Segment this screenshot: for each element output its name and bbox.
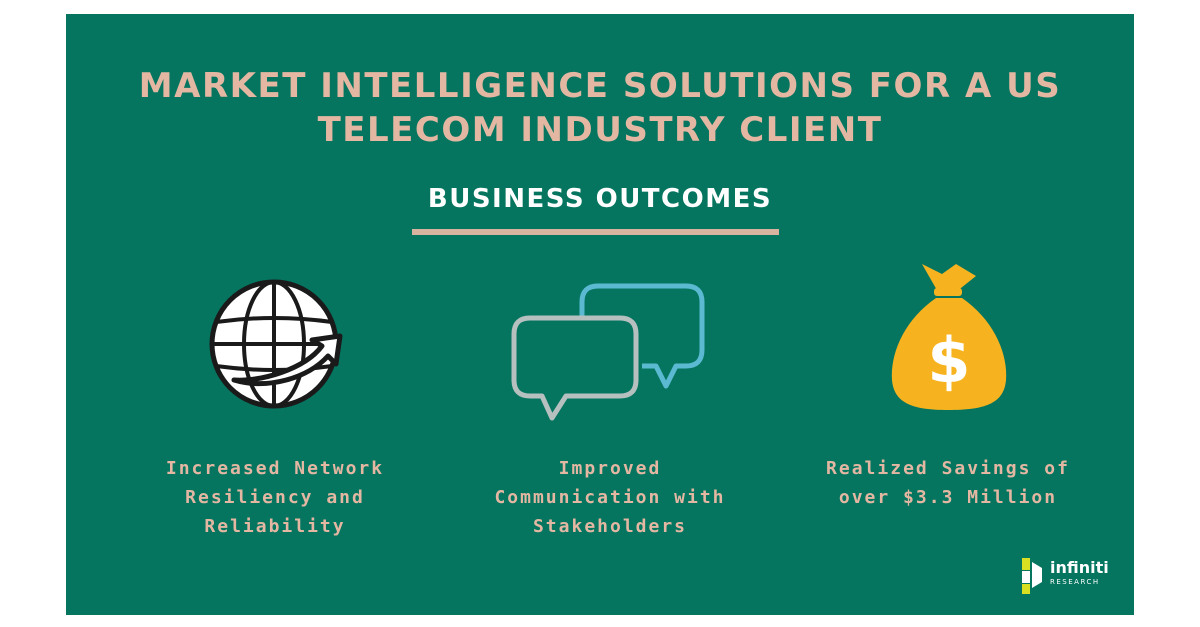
infographic-canvas: MARKET INTELLIGENCE SOLUTIONS FOR A US T…	[66, 14, 1134, 615]
svg-text:$: $	[927, 324, 970, 397]
money-bag-icon: $	[884, 258, 1014, 418]
logo-subtext: RESEARCH	[1050, 578, 1100, 586]
globe-arrow-icon	[204, 274, 354, 424]
logo-mark-icon	[1022, 558, 1042, 594]
outcome-label-savings: Realized Savings of over $3.3 Million	[826, 458, 1070, 508]
infiniti-research-logo: infiniti RESEARCH	[1022, 556, 1122, 596]
logo-name: infiniti	[1050, 558, 1109, 577]
heading-underline	[412, 229, 779, 235]
page-title: MARKET INTELLIGENCE SOLUTIONS FOR A US T…	[138, 66, 1062, 150]
section-heading: BUSINESS OUTCOMES	[427, 184, 773, 214]
outcome-label-network: Increased Network Resiliency and Reliabi…	[165, 458, 385, 537]
outcome-label-communication: Improved Communication with Stakeholders	[494, 458, 726, 537]
speech-bubbles-icon	[506, 276, 706, 426]
